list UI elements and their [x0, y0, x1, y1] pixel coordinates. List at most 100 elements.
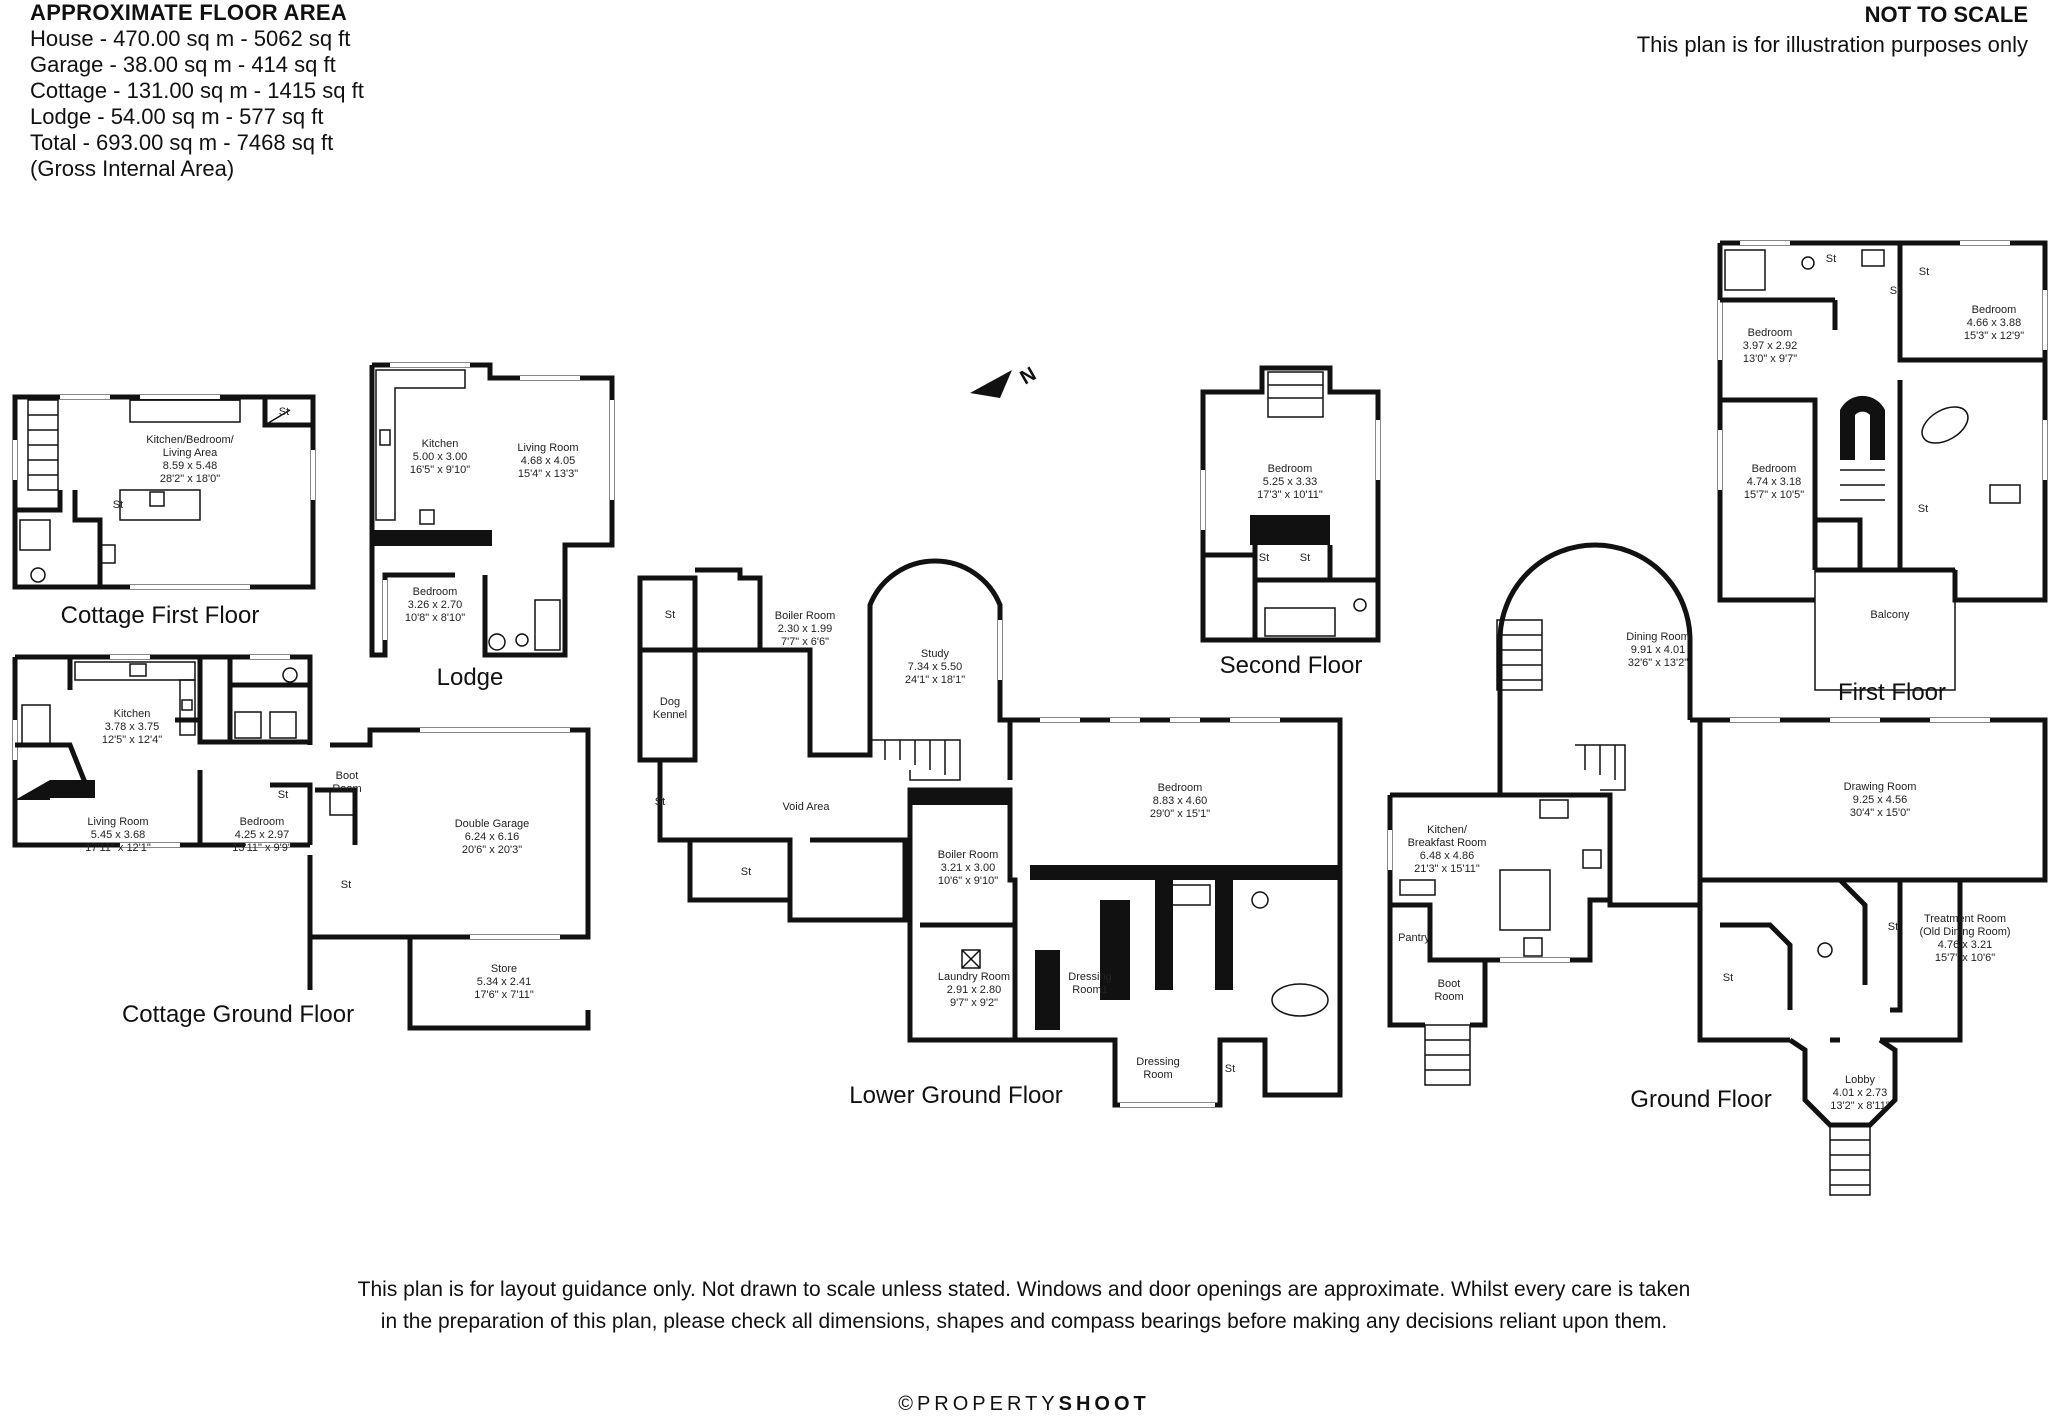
- floor-title-lodge: Lodge: [437, 664, 504, 691]
- room-label: Boiler Room: [775, 610, 836, 622]
- room-label: Bedroom: [1752, 463, 1797, 475]
- room-label: Kitchen: [114, 708, 151, 720]
- room-dimension-imperial: 30'4" x 15'0": [1850, 807, 1910, 819]
- storage-label: St: [655, 796, 665, 808]
- room-dimension-imperial: 29'0" x 15'1": [1150, 808, 1210, 820]
- floor-area-title: APPROXIMATE FLOOR AREA: [30, 0, 348, 25]
- room-dimension-imperial: 15'4" x 13'3": [518, 468, 578, 480]
- storage-label: St: [341, 879, 351, 891]
- room-dimension-imperial: 13'11" x 9'9": [232, 842, 292, 854]
- second-floor-plan: Bedroom 5.25 x 3.33 17'3" x 10'11" St St: [1200, 365, 1381, 643]
- area-cottage: Cottage - 131.00 sq m - 1415 sq ft: [30, 78, 364, 103]
- room-label: Bedroom: [1748, 327, 1793, 339]
- room-dimension-metric: 6.48 x 4.86: [1420, 850, 1474, 862]
- room-dimension-imperial: 16'5" x 9'10": [410, 464, 470, 476]
- room-dimension-metric: 3.97 x 2.92: [1743, 340, 1797, 352]
- room-label: Kitchen/Bedroom/: [146, 434, 234, 446]
- storage-label: St: [113, 499, 123, 511]
- room-dimension-metric: 3.21 x 3.00: [941, 862, 995, 874]
- room-dimension-imperial: 15'7" x 10'6": [1935, 952, 1995, 964]
- room-label: Dog: [660, 696, 680, 708]
- room-dimension-metric: 8.59 x 5.48: [163, 460, 217, 472]
- area-garage: Garage - 38.00 sq m - 414 sq ft: [30, 52, 336, 77]
- room-dimension-imperial: 15'3" x 12'9": [1964, 330, 2024, 342]
- storage-label: St: [1259, 552, 1269, 564]
- storage-label: St: [741, 866, 751, 878]
- room-label: Living Area: [163, 447, 218, 459]
- copyright-brand: ©PROPERTYSHOOT: [0, 1393, 2048, 1416]
- area-lodge: Lodge - 54.00 sq m - 577 sq ft: [30, 104, 324, 129]
- room-label: Drawing Room: [1844, 781, 1917, 793]
- disclaimer-line-1: This plan is for layout guidance only. N…: [357, 1278, 1691, 1301]
- illustration-note: This plan is for illustration purposes o…: [1636, 32, 2028, 57]
- floor-title-first: First Floor: [1838, 679, 1946, 706]
- storage-label: St: [278, 789, 288, 801]
- room-dimension-imperial: 28'2" x 18'0": [160, 473, 220, 485]
- room-dimension-metric: 6.24 x 6.16: [465, 831, 519, 843]
- storage-label: St: [1225, 1063, 1235, 1075]
- room-dimension-metric: 5.45 x 3.68: [91, 829, 145, 841]
- room-dimension-imperial: 10'6" x 9'10": [938, 875, 998, 887]
- room-label: Room: [1434, 991, 1463, 1003]
- room-dimension-metric: 4.66 x 3.88: [1967, 317, 2021, 329]
- storage-label: St: [1890, 285, 1900, 297]
- room-dimension-metric: 2.30 x 1.99: [778, 623, 832, 635]
- storage-label: St: [279, 406, 289, 418]
- floor-title-cottage-first: Cottage First Floor: [61, 602, 260, 629]
- storage-label: St: [1300, 552, 1310, 564]
- room-dimension-imperial: 7'7" x 6'6": [781, 636, 829, 648]
- ground-floor-plan: Dining Room 9.91 x 4.01 32'6" x 13'2" Ki…: [1387, 542, 2048, 1196]
- room-dimension-imperial: 32'6" x 13'2": [1628, 657, 1688, 669]
- room-label: Treatment Room: [1924, 913, 2006, 925]
- lodge-plan: Kitchen 5.00 x 3.00 16'5" x 9'10" Living…: [369, 362, 615, 658]
- room-dimension-metric: 5.00 x 3.00: [413, 451, 467, 463]
- storage-label: St: [1723, 972, 1733, 984]
- room-label: Living Room: [87, 816, 148, 828]
- room-dimension-imperial: 9'7" x 9'2": [950, 997, 998, 1009]
- copyright-symbol: ©: [898, 1393, 917, 1415]
- disclaimer: This plan is for layout guidance only. N…: [0, 1274, 2048, 1338]
- room-label: Laundry Room: [938, 971, 1010, 983]
- brand-light: PROPERTY: [916, 1393, 1059, 1415]
- floor-title-second: Second Floor: [1220, 652, 1363, 679]
- room-label: Bedroom: [1268, 463, 1313, 475]
- room-label: Dressing: [1068, 971, 1111, 983]
- room-dimension-imperial: 12'5" x 12'4": [102, 734, 162, 746]
- brand-bold: SHOOT: [1058, 1393, 1150, 1415]
- storage-label: St: [1918, 503, 1928, 515]
- room-label: Kitchen: [422, 438, 459, 450]
- room-dimension-metric: 5.34 x 2.41: [477, 976, 531, 988]
- compass-letter: N: [1017, 363, 1041, 389]
- room-label: Study: [921, 648, 950, 660]
- floor-title-cottage-ground: Cottage Ground Floor: [122, 1001, 354, 1028]
- scale-notice: NOT TO SCALE This plan is for illustrati…: [1637, 0, 2028, 60]
- storage-label: St: [665, 609, 675, 621]
- room-label: Bedroom: [1158, 782, 1203, 794]
- room-dimension-metric: 3.26 x 2.70: [408, 599, 462, 611]
- room-dimension-metric: 4.74 x 3.18: [1747, 476, 1801, 488]
- area-house: House - 470.00 sq m - 5062 sq ft: [30, 26, 351, 51]
- room-label: Kitchen/: [1427, 824, 1468, 836]
- room-dimension-metric: 5.25 x 3.33: [1263, 476, 1317, 488]
- storage-label: St: [1826, 253, 1836, 265]
- floor-title-ground: Ground Floor: [1630, 1086, 1771, 1113]
- room-label: (Old Dining Room): [1919, 926, 2010, 938]
- room-dimension-metric: 3.78 x 3.75: [105, 721, 159, 733]
- room-label: Room: [332, 783, 361, 795]
- room-dimension-metric: 9.25 x 4.56: [1853, 794, 1907, 806]
- cottage-ground-floor-plan: Kitchen 3.78 x 3.75 12'5" x 12'4" Living…: [12, 654, 591, 1031]
- room-dimension-metric: 8.83 x 4.60: [1153, 795, 1207, 807]
- lower-ground-floor-plan: Boiler Room 2.30 x 1.99 7'7" x 6'6" St D…: [637, 558, 1343, 1108]
- room-label: Dressing: [1136, 1056, 1179, 1068]
- cottage-first-floor-plan: Kitchen/Bedroom/ Living Area 8.59 x 5.48…: [12, 394, 316, 590]
- area-gross-note: (Gross Internal Area): [30, 156, 235, 181]
- room-dimension-imperial: 15'7" x 10'5": [1744, 489, 1804, 501]
- compass-north-arrow: N: [970, 363, 1040, 398]
- room-dimension-metric: 9.91 x 4.01: [1631, 644, 1685, 656]
- room-label: Bedroom: [240, 816, 285, 828]
- first-floor-plan: Bedroom 3.97 x 2.92 13'0" x 9'7" Bedroom…: [1717, 240, 2048, 691]
- room-dimension-imperial: 13'0" x 9'7": [1743, 353, 1797, 365]
- room-dimension-imperial: 20'6" x 20'3": [462, 844, 522, 856]
- room-dimension-metric: 7.34 x 5.50: [908, 661, 962, 673]
- room-dimension-imperial: 13'2" x 8'11": [1830, 1100, 1890, 1112]
